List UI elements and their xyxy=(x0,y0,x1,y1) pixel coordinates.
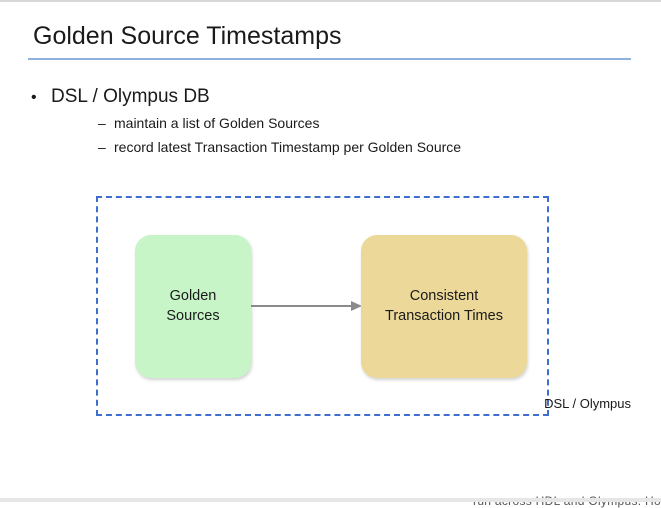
node-label-line: Transaction Times xyxy=(385,307,503,324)
title-divider xyxy=(28,58,631,60)
slide-title: Golden Source Timestamps xyxy=(33,22,342,50)
bullet-marker: • xyxy=(31,89,37,106)
bullet-text: DSL / Olympus DB xyxy=(51,86,210,107)
node-label-line: Consistent xyxy=(409,287,479,304)
sub-bullet-item: –record latest Transaction Timestamp per… xyxy=(98,139,461,155)
sub-bullet-marker: – xyxy=(98,115,106,131)
consistent-transaction-times-node: Consistent Transaction Times xyxy=(361,235,527,378)
flow-arrow xyxy=(251,301,362,311)
system-boundary xyxy=(96,196,549,416)
sub-bullet-text: maintain a list of Golden Sources xyxy=(114,115,320,131)
boundary-label: DSL / Olympus xyxy=(544,396,631,411)
sub-bullet-item: –maintain a list of Golden Sources xyxy=(98,115,319,131)
arrow-head xyxy=(351,301,362,311)
node-label-line: Golden xyxy=(169,287,217,304)
sub-bullet-text: record latest Transaction Timestamp per … xyxy=(114,139,462,155)
node-label-line: Sources xyxy=(166,307,220,324)
slide-bottom-edge xyxy=(0,498,661,502)
bullet-item: • DSL / Olympus DB xyxy=(31,86,210,108)
sub-bullet-marker: – xyxy=(98,139,106,155)
golden-sources-node: Golden Sources xyxy=(135,235,251,378)
